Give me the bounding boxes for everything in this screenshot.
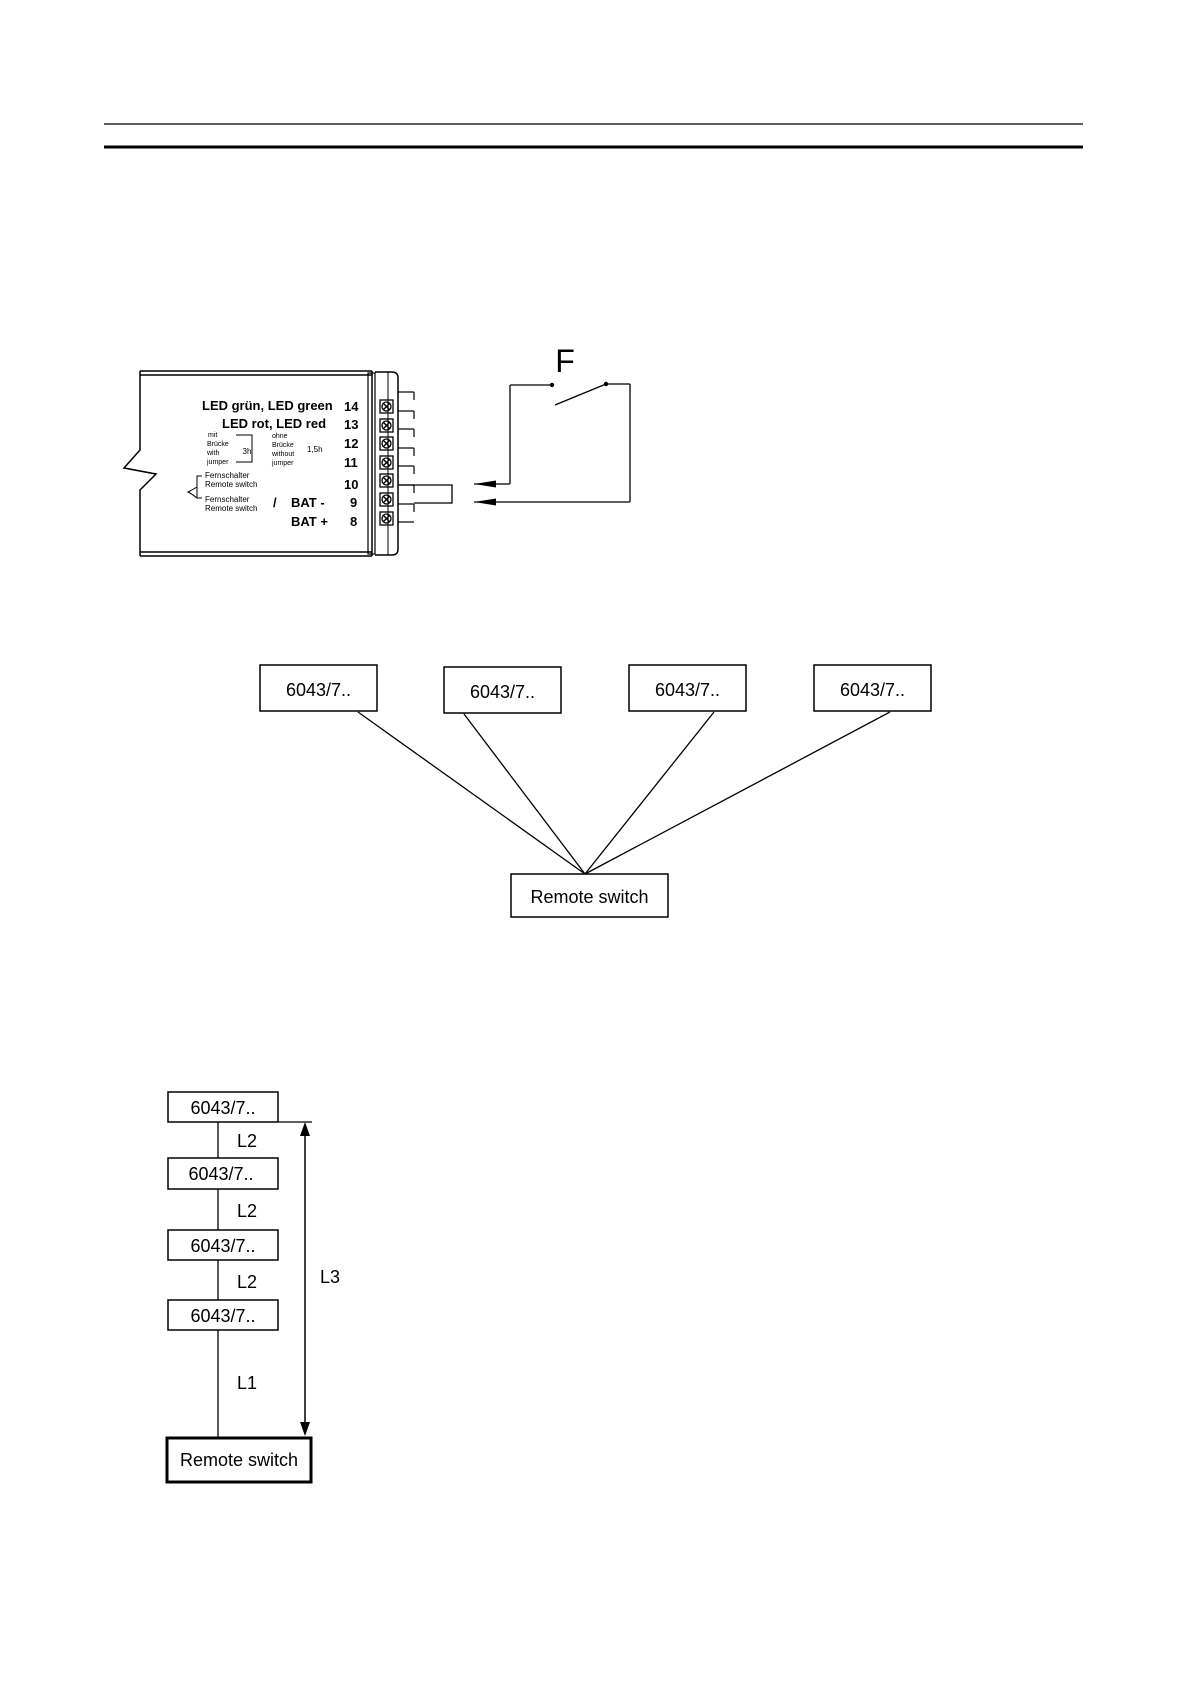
- jumper-with-line: with: [206, 450, 220, 457]
- chain-segment-label: L1: [237, 1373, 257, 1393]
- wiring-diagram: F 14 13 12 11 10 9 8 LED grün, LED green…: [124, 343, 630, 556]
- switch-contact-left: [550, 383, 554, 387]
- star-unit: 6043/7..: [260, 665, 377, 711]
- remote-switch-2-de: Fernschalter: [205, 495, 250, 504]
- chain-unit-label: 6043/7..: [190, 1306, 255, 1326]
- jumper-with-line: Brücke: [207, 441, 229, 448]
- label-led-red: LED rot, LED red: [222, 416, 326, 431]
- star-diagram: 6043/7.. 6043/7.. 6043/7.. 6043/7.. Remo…: [260, 665, 931, 917]
- remote-switch-labels: Fernschalter Remote switch Fernschalter …: [188, 471, 257, 513]
- terminal-number: 14: [344, 399, 359, 414]
- star-unit-label: 6043/7..: [840, 680, 905, 700]
- terminal-number: 9: [350, 495, 357, 510]
- label-led-green: LED grün, LED green: [202, 398, 333, 413]
- terminal-screw-8: [380, 512, 393, 525]
- arrow-terminal-10: [474, 481, 496, 488]
- switch-label: F: [555, 343, 575, 379]
- label-bat-plus: BAT +: [291, 514, 328, 529]
- remote-switch-circuit: [474, 384, 630, 502]
- slash-sign: /: [273, 495, 277, 510]
- chain-segment-label: L2: [237, 1272, 257, 1292]
- terminal-screw-9: [380, 493, 393, 506]
- chain-segment-label: L2: [237, 1131, 257, 1151]
- jumper-without-line: jumper: [271, 460, 294, 467]
- terminal-number: 8: [350, 514, 357, 529]
- jumper-with-time: 3h: [243, 447, 252, 456]
- jumper-wire: [399, 485, 452, 503]
- chain-remote-switch-label: Remote switch: [180, 1450, 298, 1470]
- chain-segment-label: L2: [237, 1201, 257, 1221]
- chain-remote-switch: Remote switch: [167, 1438, 311, 1482]
- chain-total-dimension: L3: [300, 1122, 340, 1436]
- star-unit-label: 6043/7..: [286, 680, 351, 700]
- terminal-screw-13: [380, 419, 393, 432]
- terminal-screw-14: [380, 400, 393, 413]
- jumper-with-line: jumper: [206, 459, 229, 466]
- chain-unit-label: 6043/7..: [190, 1236, 255, 1256]
- star-connection-lines: [358, 712, 890, 874]
- terminal-screws: [380, 400, 393, 525]
- remote-switch-2-en: Remote switch: [205, 504, 257, 513]
- remote-switch-1-de: Fernschalter: [205, 471, 250, 480]
- jumper-with-line: mit: [208, 432, 217, 439]
- switch-contact-right: [604, 382, 608, 386]
- chain-diagram: 6043/7.. 6043/7.. 6043/7.. 6043/7.. L2 L…: [167, 1092, 340, 1482]
- terminal-number: 12: [344, 436, 358, 451]
- jumper-without-line: without: [271, 451, 294, 458]
- terminal-screw-11: [380, 456, 393, 469]
- remote-switch-1-en: Remote switch: [205, 480, 257, 489]
- star-unit-label: 6043/7..: [655, 680, 720, 700]
- terminal-screw-12: [380, 437, 393, 450]
- jumper-without-line: ohne: [272, 433, 288, 440]
- terminal-number: 13: [344, 417, 358, 432]
- terminal-number: 11: [344, 455, 358, 470]
- chain-unit-label: 6043/7..: [188, 1164, 253, 1184]
- chain-total-label: L3: [320, 1267, 340, 1287]
- chain-unit: 6043/7..: [168, 1158, 278, 1189]
- terminal-number: 10: [344, 477, 358, 492]
- label-bat-minus: BAT -: [291, 495, 325, 510]
- chain-unit: 6043/7..: [168, 1092, 278, 1122]
- terminal-numbers: 14 13 12 11 10 9 8: [344, 399, 359, 529]
- jumper-with-text: mit Brücke with jumper 3h: [206, 432, 252, 466]
- chain-unit: 6043/7..: [168, 1300, 278, 1330]
- star-hub: Remote switch: [511, 874, 668, 917]
- jumper-without-text: ohne Brücke without jumper 1,5h: [271, 433, 323, 467]
- chain-unit: 6043/7..: [168, 1230, 278, 1260]
- star-unit: 6043/7..: [814, 665, 931, 711]
- star-unit: 6043/7..: [444, 667, 561, 713]
- star-unit: 6043/7..: [629, 665, 746, 711]
- arrow-terminal-9: [474, 499, 496, 506]
- jumper-without-time: 1,5h: [307, 445, 323, 454]
- terminal-screw-10: [380, 474, 393, 487]
- star-unit-label: 6043/7..: [470, 682, 535, 702]
- jumper-without-line: Brücke: [272, 442, 294, 449]
- star-hub-label: Remote switch: [530, 887, 648, 907]
- chain-unit-label: 6043/7..: [190, 1098, 255, 1118]
